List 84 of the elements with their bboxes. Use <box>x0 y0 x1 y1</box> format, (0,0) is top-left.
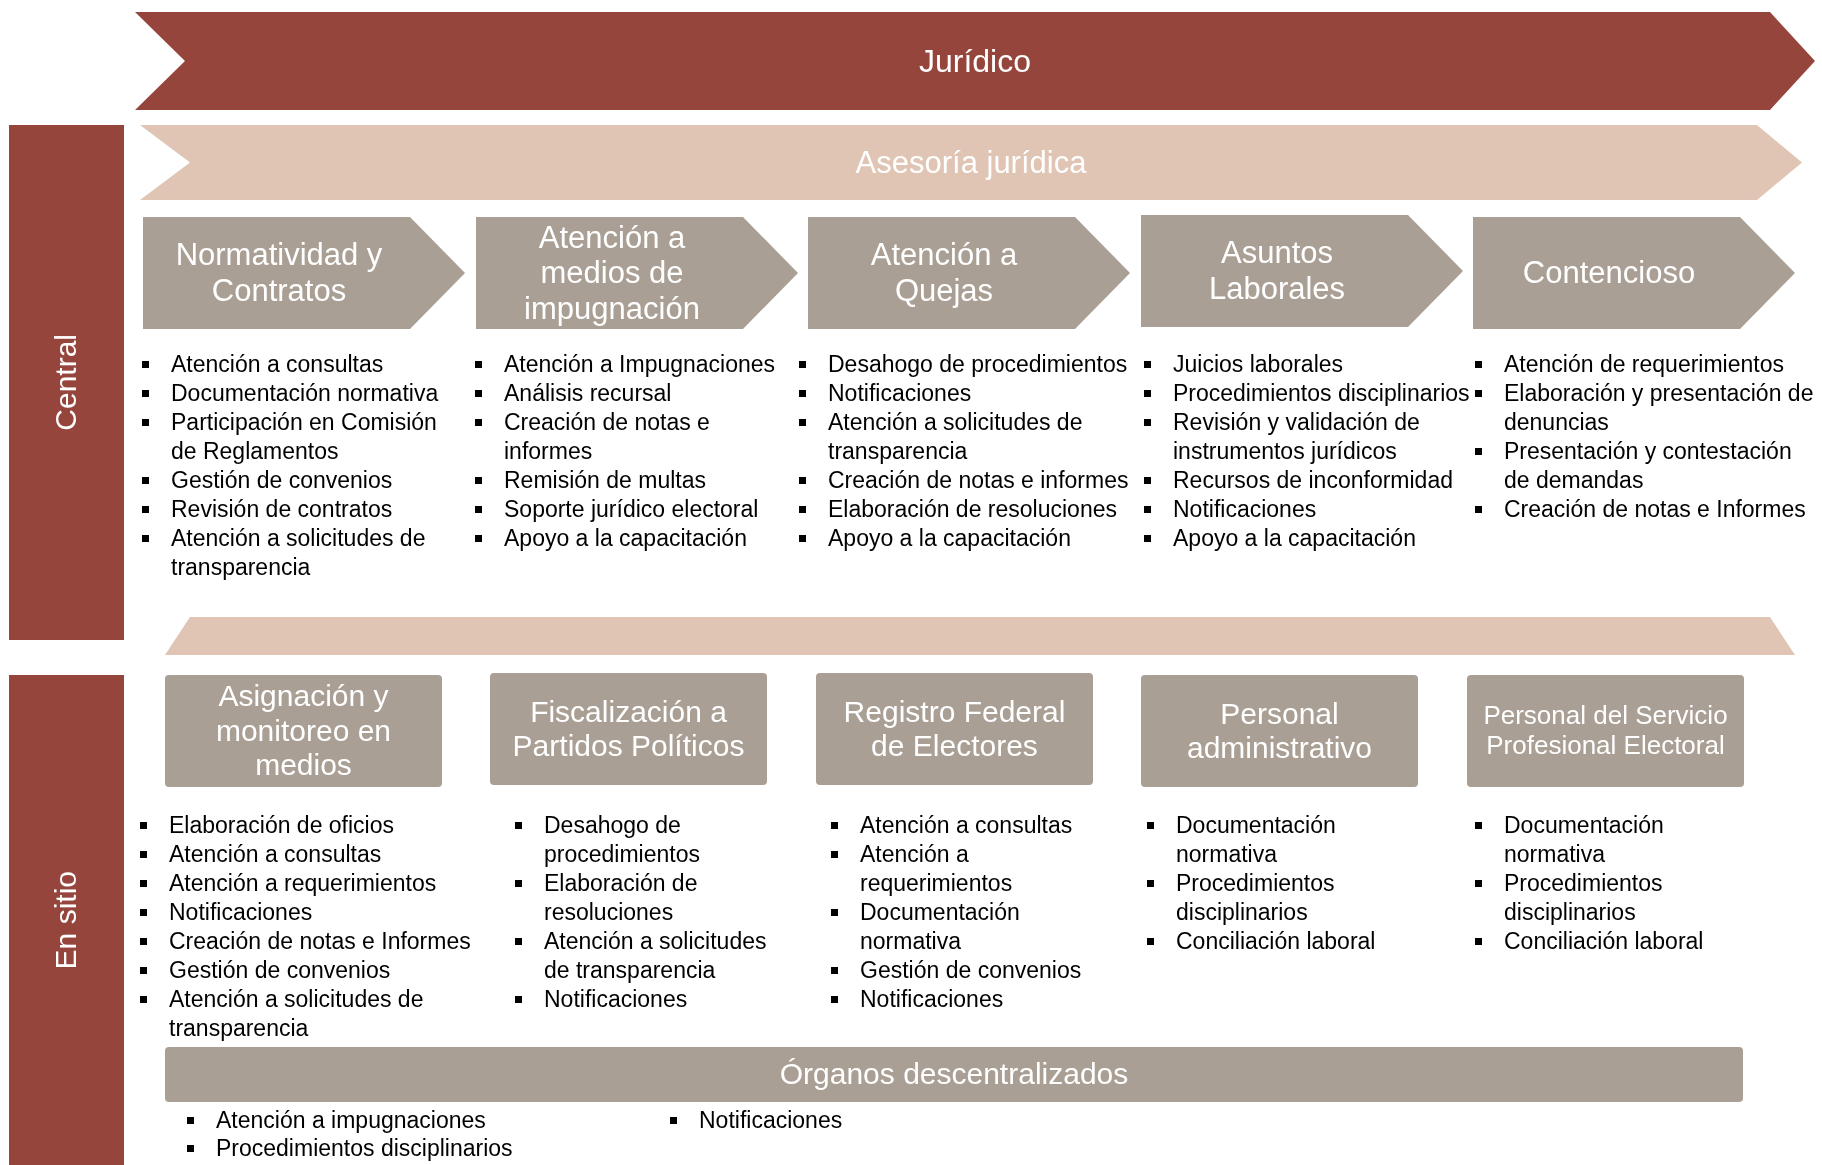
list-item: Atención a solicitudes de transparencia <box>169 986 424 1041</box>
list-item: Conciliación laboral <box>1176 928 1376 954</box>
heading: Contencioso <box>1522 255 1696 291</box>
list-item: Gestión de convenios <box>171 467 393 493</box>
list-item: Procedimientos disciplinarios <box>216 1135 513 1161</box>
list-item: Soporte jurídico electoral <box>504 496 759 522</box>
list-item: Gestión de convenios <box>169 957 391 983</box>
list-item: Atención a requerimientos <box>169 870 437 896</box>
row-label: Central <box>49 334 84 431</box>
chevron-box <box>1473 217 1795 329</box>
list-item: Elaboración y presentación de denuncias <box>1504 380 1814 435</box>
heading: Fiscalización a Partidos Políticos <box>511 694 746 764</box>
list-item: Elaboración de resoluciones <box>544 870 698 925</box>
list-item: Notificaciones <box>699 1107 843 1133</box>
list-item: Juicios laborales <box>1173 351 1344 377</box>
list-item: Notificaciones <box>860 986 1004 1012</box>
list-item: Documentación normativa <box>1176 812 1336 867</box>
list-item: Revisión y validación de instrumentos jurídicos <box>1173 409 1420 464</box>
list-item: Remisión de multas <box>504 467 706 493</box>
side-bar <box>9 675 124 1165</box>
list-item: Atención a consultas <box>169 841 382 867</box>
heading: Personal del Servicio Profesional Electoral <box>1482 701 1729 761</box>
list-item: Notificaciones <box>544 986 688 1012</box>
list-item: Procedimientos disciplinarios <box>1504 870 1663 925</box>
heading-box <box>816 673 1093 785</box>
list-item: Elaboración de resoluciones <box>828 496 1117 522</box>
list-item: Desahogo de procedimientos <box>828 351 1128 377</box>
list-item: Recursos de inconformidad <box>1173 467 1453 493</box>
heading: Atención a Quejas <box>869 237 1019 309</box>
list-item: Gestión de convenios <box>860 957 1082 983</box>
banner-title: Jurídico <box>918 42 1031 80</box>
heading: Órganos descentralizados <box>779 1057 1129 1092</box>
list-item: Atención a solicitudes de transparencia <box>544 928 767 983</box>
list-item: Notificaciones <box>1173 496 1317 522</box>
list-item: Presentación y contestación de demandas <box>1504 438 1792 493</box>
list-item: Documentación normativa <box>1504 812 1664 867</box>
heading: Asuntos Laborales <box>1207 235 1347 307</box>
list-item: Participación en Comisión de Reglamentos <box>171 409 437 464</box>
list-item: Notificaciones <box>828 380 972 406</box>
chevron-box <box>808 217 1130 329</box>
heading-box <box>165 1047 1743 1102</box>
heading-box <box>1467 675 1744 787</box>
row-label: En sitio <box>49 870 84 970</box>
list-item: Atención a solicitudes de transparencia <box>828 409 1083 464</box>
banner-title: Asesoría jurídica <box>855 144 1087 181</box>
list-item: Creación de notas e Informes <box>169 928 471 954</box>
list-item: Creación de notas e informes <box>828 467 1129 493</box>
heading-box <box>1141 675 1418 787</box>
list-item: Atención de requerimientos <box>1504 351 1784 377</box>
chevron-box <box>1141 215 1463 327</box>
band-shape <box>165 617 1795 655</box>
list-item: Atención a consultas <box>860 812 1073 838</box>
list-item: Documentación normativa <box>860 899 1020 954</box>
heading-box <box>165 675 442 787</box>
list-item: Atención a consultas <box>171 351 384 377</box>
list-item: Procedimientos disciplinarios <box>1173 380 1470 406</box>
list-item: Atención a impugnaciones <box>216 1107 486 1133</box>
chevron-box <box>476 217 798 329</box>
list-item: Atención a requerimientos <box>860 841 1013 896</box>
list-item: Conciliación laboral <box>1504 928 1704 954</box>
list-item: Desahogo de procedimientos <box>544 812 700 867</box>
heading: Personal administrativo <box>1185 696 1374 766</box>
heading: Asignación y monitoreo en medios <box>214 679 393 783</box>
heading-box <box>490 673 767 785</box>
list-item: Notificaciones <box>169 899 313 925</box>
list-item: Creación de notas e informes <box>504 409 710 464</box>
heading: Atención a medios de impugnación <box>523 219 701 327</box>
list-item: Apoyo a la capacitación <box>504 525 747 551</box>
list-item: Creación de notas e Informes <box>1504 496 1806 522</box>
banner <box>140 125 1802 200</box>
list-item: Apoyo a la capacitación <box>1173 525 1416 551</box>
list-item: Documentación normativa <box>171 380 439 406</box>
banner <box>135 12 1815 110</box>
list-item: Revisión de contratos <box>171 496 393 522</box>
list-item: Procedimientos disciplinarios <box>1176 870 1335 925</box>
list-item: Atención a solicitudes de transparencia <box>171 525 426 580</box>
list-item: Apoyo a la capacitación <box>828 525 1071 551</box>
side-bar <box>9 125 124 640</box>
list-item: Atención a Impugnaciones <box>504 351 776 377</box>
list-item: Análisis recursal <box>504 380 672 406</box>
list-item: Elaboración de oficios <box>169 812 395 838</box>
chevron-box <box>143 217 465 329</box>
heading: Registro Federal de Electores <box>842 694 1067 764</box>
heading: Normatividad y Contratos <box>174 237 384 309</box>
